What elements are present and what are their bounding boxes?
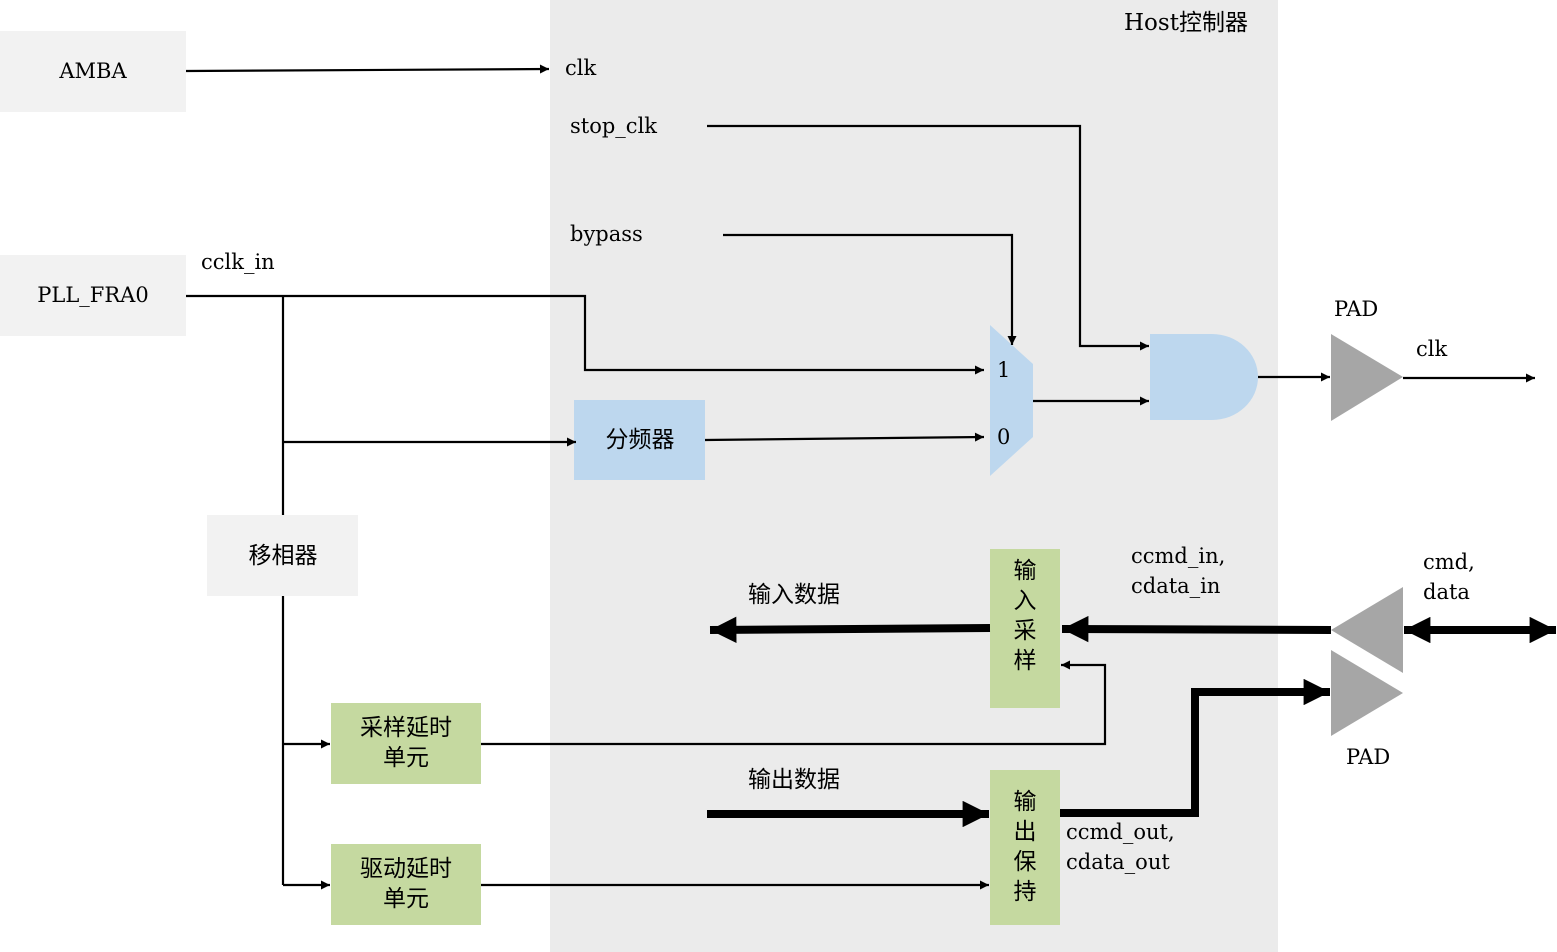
- amba-block: AMBA: [0, 31, 186, 112]
- svg-text:单元: 单元: [383, 886, 429, 912]
- drive-delay-block: 驱动延时 单元: [331, 844, 481, 925]
- label-input-data: 输入数据: [748, 582, 840, 608]
- label-pad-top: PAD: [1334, 297, 1378, 321]
- label-cdata-out: cdata_out: [1066, 850, 1170, 874]
- wire-sample-delay-to-input-sample: [481, 660, 1107, 746]
- bus-pad-to-input-sample: [1061, 615, 1332, 643]
- wire-cclk-in: [186, 294, 984, 375]
- wire-amba-clk: [185, 64, 550, 74]
- svg-text:样: 样: [1014, 648, 1037, 674]
- label-pad-bottom: PAD: [1346, 745, 1390, 769]
- svg-text:单元: 单元: [383, 745, 429, 771]
- pll-block: PLL_FRA0: [0, 255, 186, 336]
- svg-text:采样延时: 采样延时: [360, 715, 452, 741]
- and-gate: [1150, 334, 1258, 420]
- svg-text:输: 输: [1014, 558, 1037, 584]
- bus-input-data: [709, 616, 991, 644]
- svg-text:出: 出: [1014, 819, 1037, 845]
- wire-divider-to-mux: [704, 432, 985, 442]
- pad-input-buffer: [1331, 587, 1403, 673]
- svg-text:移相器: 移相器: [249, 543, 318, 569]
- label-stop-clk: stop_clk: [570, 114, 657, 138]
- label-data: data: [1423, 580, 1470, 604]
- svg-text:输: 输: [1014, 789, 1037, 815]
- svg-text:驱动延时: 驱动延时: [360, 856, 452, 882]
- svg-text:分频器: 分频器: [606, 427, 675, 453]
- pad-clk-buffer: [1331, 334, 1403, 421]
- divider-block: 分频器: [574, 400, 705, 480]
- label-cclk-in: cclk_in: [201, 250, 275, 274]
- mux-input-0-label: 0: [997, 425, 1010, 449]
- svg-text:保: 保: [1014, 849, 1037, 875]
- wire-bypass: [723, 233, 1017, 345]
- svg-text:采: 采: [1014, 618, 1037, 644]
- svg-text:入: 入: [1014, 588, 1037, 614]
- label-bypass: bypass: [570, 222, 643, 246]
- label-cdata-in: cdata_in: [1131, 574, 1220, 598]
- svg-text:AMBA: AMBA: [58, 59, 127, 83]
- input-sample-block: 输 入 采 样: [990, 549, 1060, 708]
- wire-stop-clk: [707, 124, 1149, 351]
- host-controller-title: Host控制器: [1124, 10, 1248, 36]
- output-hold-block: 输 出 保 持: [990, 770, 1060, 925]
- svg-text:持: 持: [1014, 879, 1037, 905]
- pad-output-buffer: [1331, 650, 1403, 736]
- mux-block: 1 0: [990, 325, 1033, 476]
- phase-shifter-block: 移相器: [207, 515, 358, 596]
- svg-text:PLL_FRA0: PLL_FRA0: [37, 283, 148, 307]
- sample-delay-block: 采样延时 单元: [331, 703, 481, 784]
- label-ccmd-out: ccmd_out,: [1066, 820, 1175, 844]
- label-output-data: 输出数据: [748, 767, 840, 793]
- mux-input-1-label: 1: [997, 358, 1010, 382]
- label-clk-out: clk: [1416, 337, 1447, 361]
- label-ccmd-in: ccmd_in,: [1131, 544, 1225, 568]
- label-clk-in: clk: [565, 56, 596, 80]
- label-cmd: cmd,: [1423, 550, 1475, 574]
- bus-output-hold-to-pad: [1060, 678, 1330, 817]
